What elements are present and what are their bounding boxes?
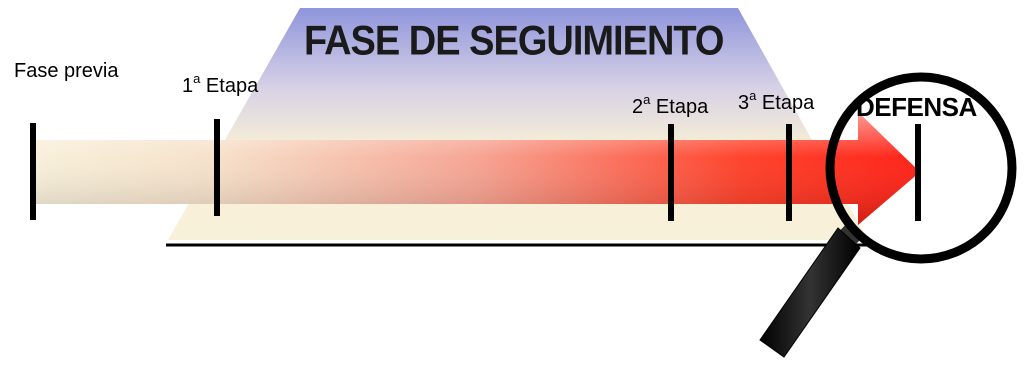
label-stage3: 3a Etapa [738, 88, 815, 114]
label-defense: DEFENSA [856, 92, 977, 122]
label-phase-before: Fase previa [14, 60, 119, 82]
diagram-title: FASE DE SEGUIMIENTO [304, 18, 724, 65]
timeline-arrow [36, 112, 920, 225]
magnifying-glass-icon [759, 72, 1017, 358]
label-stage1: 1a Etapa [182, 71, 259, 97]
label-stage2: 2a Etapa [632, 92, 709, 118]
